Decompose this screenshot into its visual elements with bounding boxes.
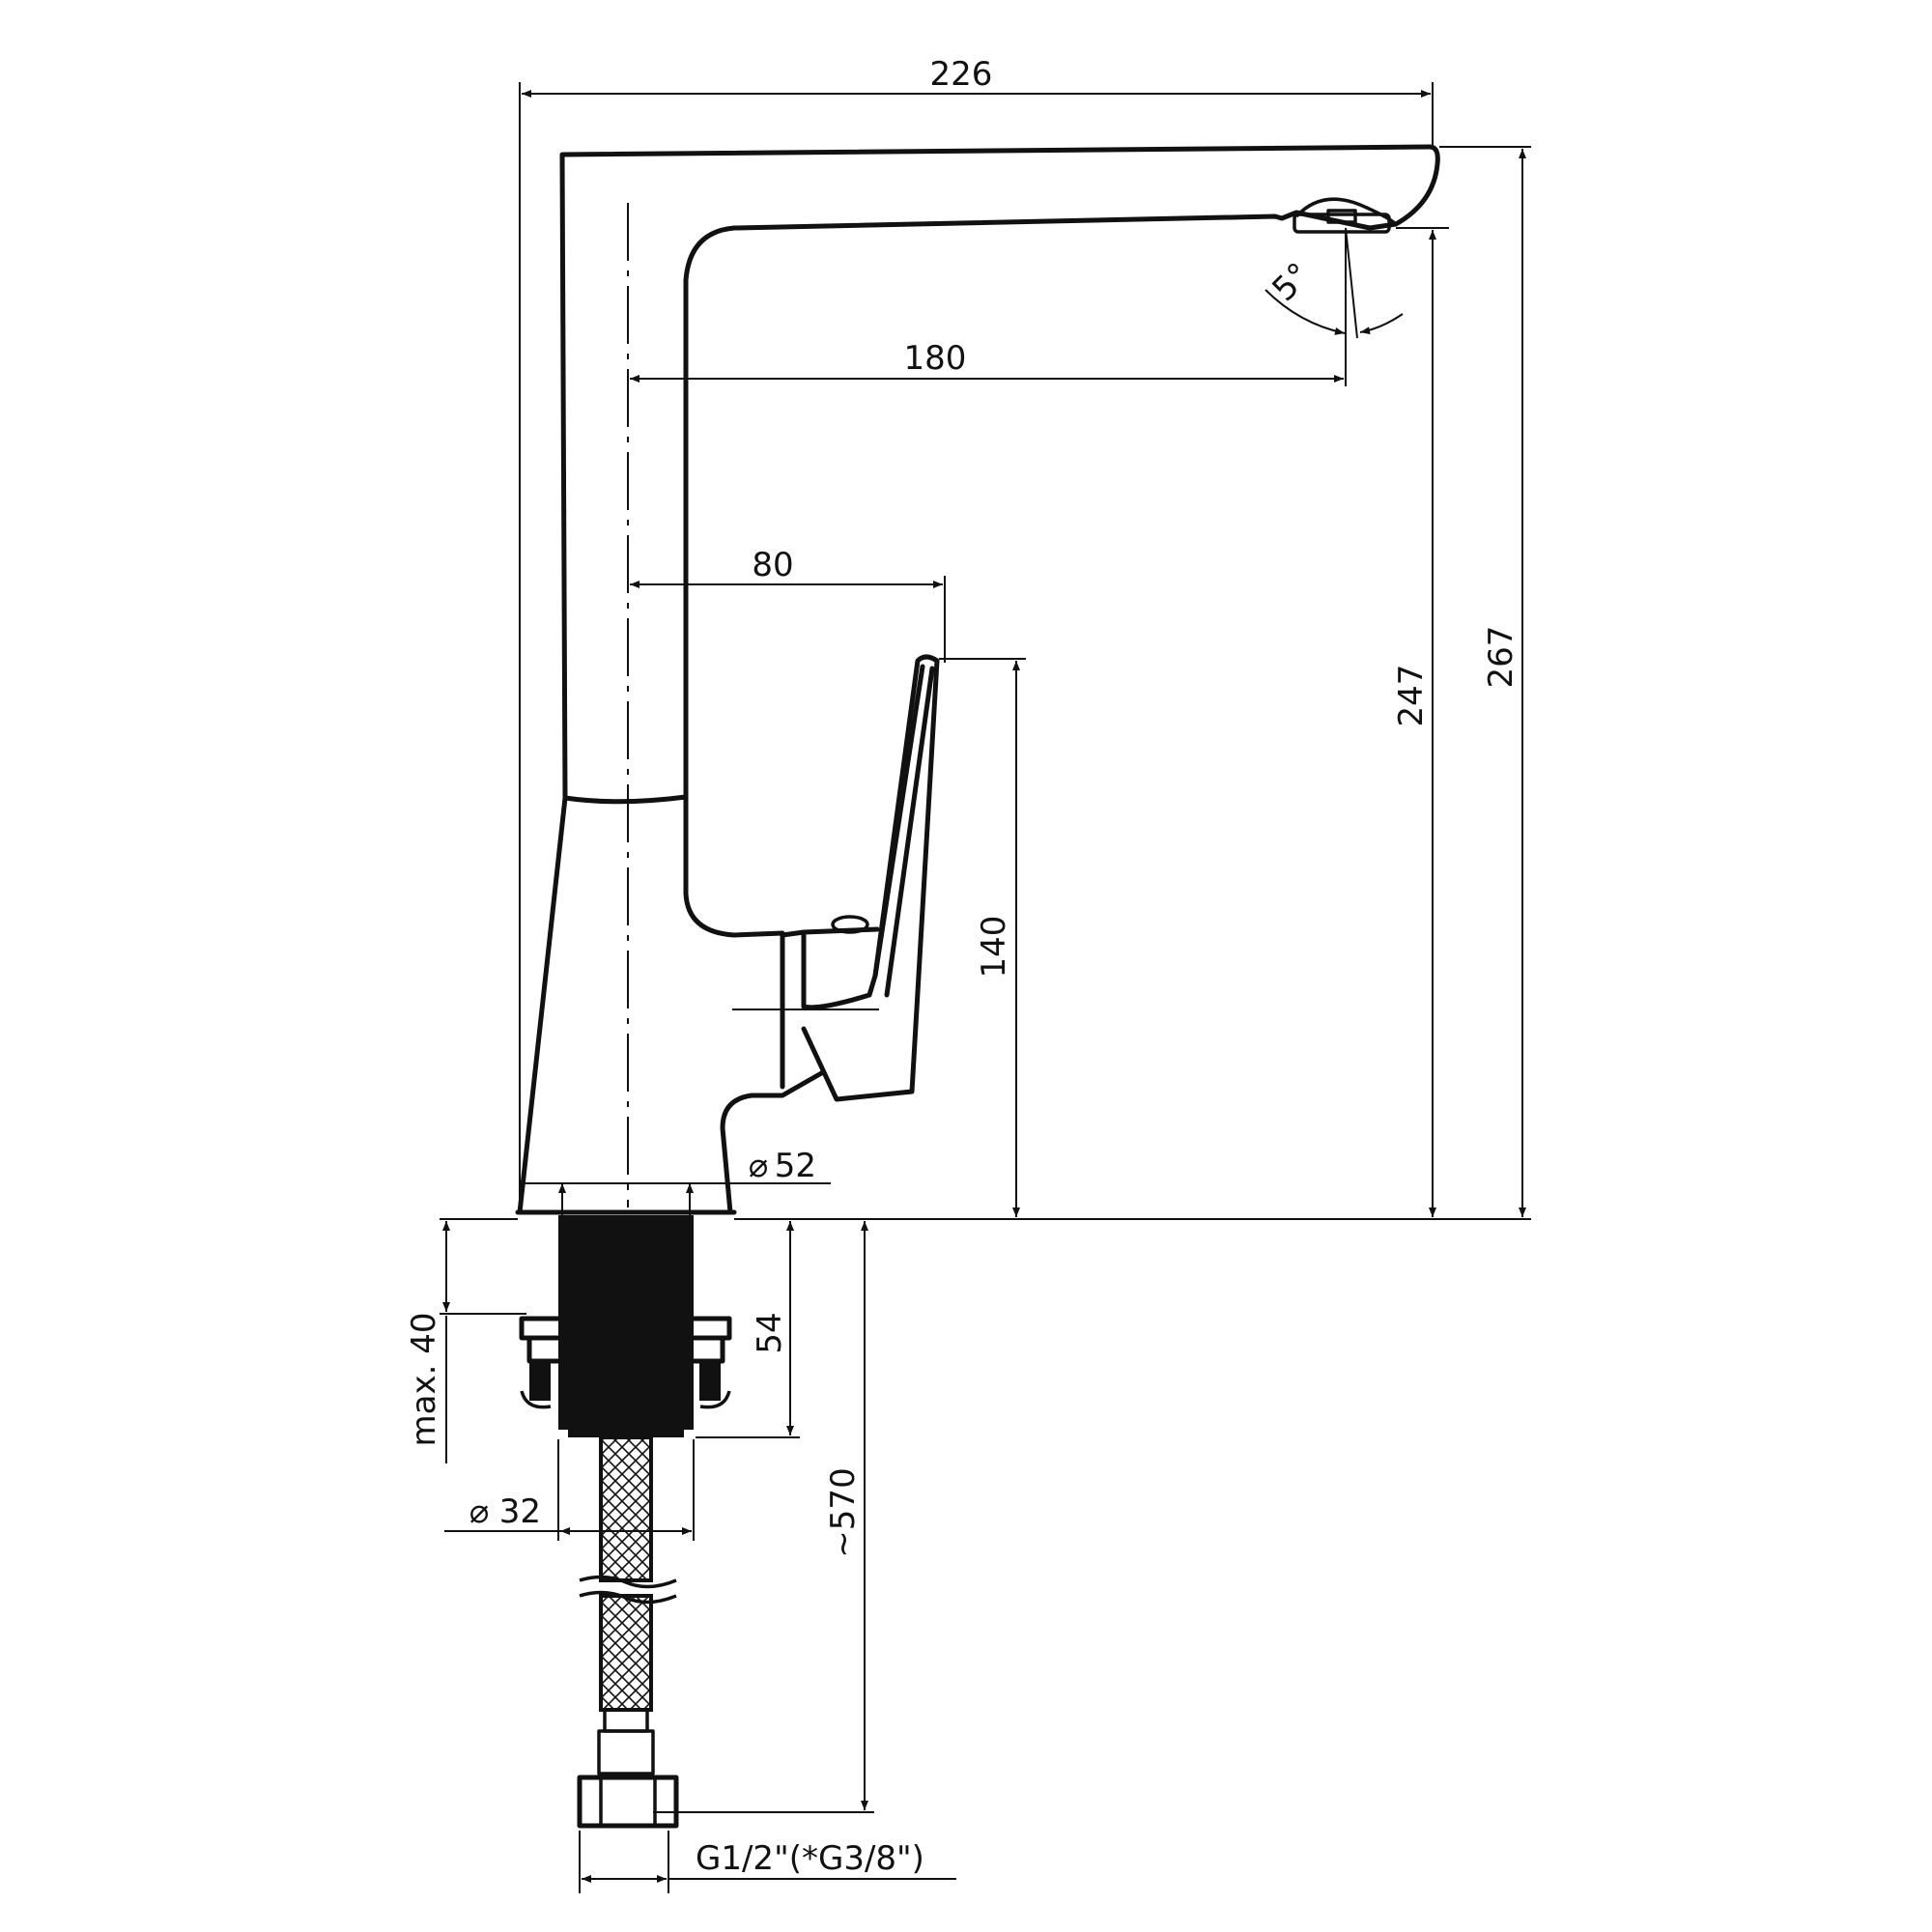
diameter-symbol-52: ⌀ [749,1147,768,1185]
mounting-shank [519,1215,732,1437]
dim-spout-reach: 180 [904,339,967,378]
dim-spout-angle: 5° [1264,255,1319,309]
dim-shank-diameter: 32 [499,1492,541,1531]
dim-shank-length: 54 [751,1312,789,1353]
dim-overall-width: 226 [930,55,993,94]
dim-hose-length: ~570 [824,1467,863,1557]
dim-lever-reach: 80 [752,546,793,584]
dim-overall-height: 267 [1482,626,1520,689]
dim-lever-height: 140 [975,916,1013,979]
dim-connection-thread: G1/2"(*G3/8") [696,1839,924,1878]
faucet-body [515,144,1440,1215]
dim-spout-outlet-height: 247 [1392,665,1431,727]
flexible-hose [577,1435,679,1829]
dimension-lines [440,82,1531,1893]
dim-max-deck-thickness: max. 40 [405,1313,443,1447]
diameter-symbol-32: ⌀ [469,1492,489,1531]
dim-body-diameter: 52 [775,1147,816,1185]
